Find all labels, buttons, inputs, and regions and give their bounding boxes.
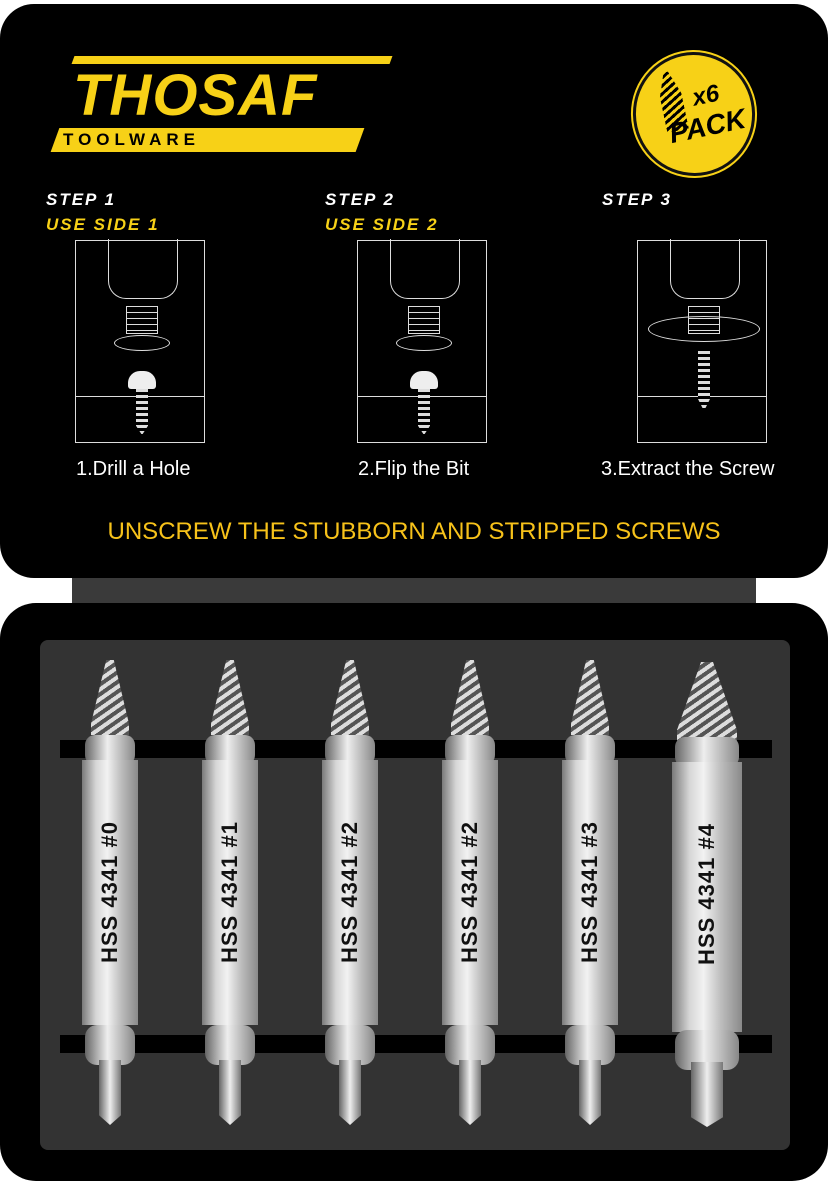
bit-label: HSS 4341 #2 bbox=[457, 821, 482, 963]
brand-logo: THOSAF TOOLWARE bbox=[50, 56, 395, 156]
step-1-subtitle: USE SIDE 1 bbox=[46, 215, 160, 234]
brand-subtitle: TOOLWARE bbox=[63, 130, 200, 149]
step-1-title: STEP 1 bbox=[46, 190, 116, 209]
holder-slot-bottom bbox=[60, 1035, 772, 1053]
brand-name: THOSAF bbox=[73, 63, 318, 128]
step-2-title: STEP 2 bbox=[325, 190, 395, 209]
extractor-bit-3: HSS 4341 #2 bbox=[439, 660, 501, 1130]
bit-tray bbox=[40, 640, 790, 1150]
bit-label: HSS 4341 #2 bbox=[337, 821, 362, 963]
bit-label: HSS 4341 #0 bbox=[97, 821, 122, 963]
holder-slot-top bbox=[60, 740, 772, 758]
step-1-caption: 1.Drill a Hole bbox=[76, 458, 191, 480]
bit-label: HSS 4341 #1 bbox=[217, 821, 242, 963]
extractor-bit-2: HSS 4341 #2 bbox=[319, 660, 381, 1130]
step-3-caption: 3.Extract the Screw bbox=[601, 458, 775, 480]
tagline: UNSCREW THE STUBBORN AND STRIPPED SCREWS bbox=[107, 518, 721, 545]
extractor-bit-5: HSS 4341 #4 bbox=[669, 662, 745, 1132]
extractor-bit-1: HSS 4341 #1 bbox=[199, 660, 261, 1130]
extractor-bit-4: HSS 4341 #3 bbox=[559, 660, 621, 1130]
bit-label: HSS 4341 #4 bbox=[694, 823, 719, 965]
step-3-illustration bbox=[637, 239, 767, 443]
bit-label: HSS 4341 #3 bbox=[577, 821, 602, 963]
step-1-illustration bbox=[75, 239, 205, 443]
extractor-bit-0: HSS 4341 #0 bbox=[79, 660, 141, 1130]
step-3-title: STEP 3 bbox=[602, 190, 672, 209]
step-2-caption: 2.Flip the Bit bbox=[358, 458, 470, 480]
step-2-illustration bbox=[357, 239, 487, 443]
step-2-subtitle: USE SIDE 2 bbox=[325, 215, 439, 234]
